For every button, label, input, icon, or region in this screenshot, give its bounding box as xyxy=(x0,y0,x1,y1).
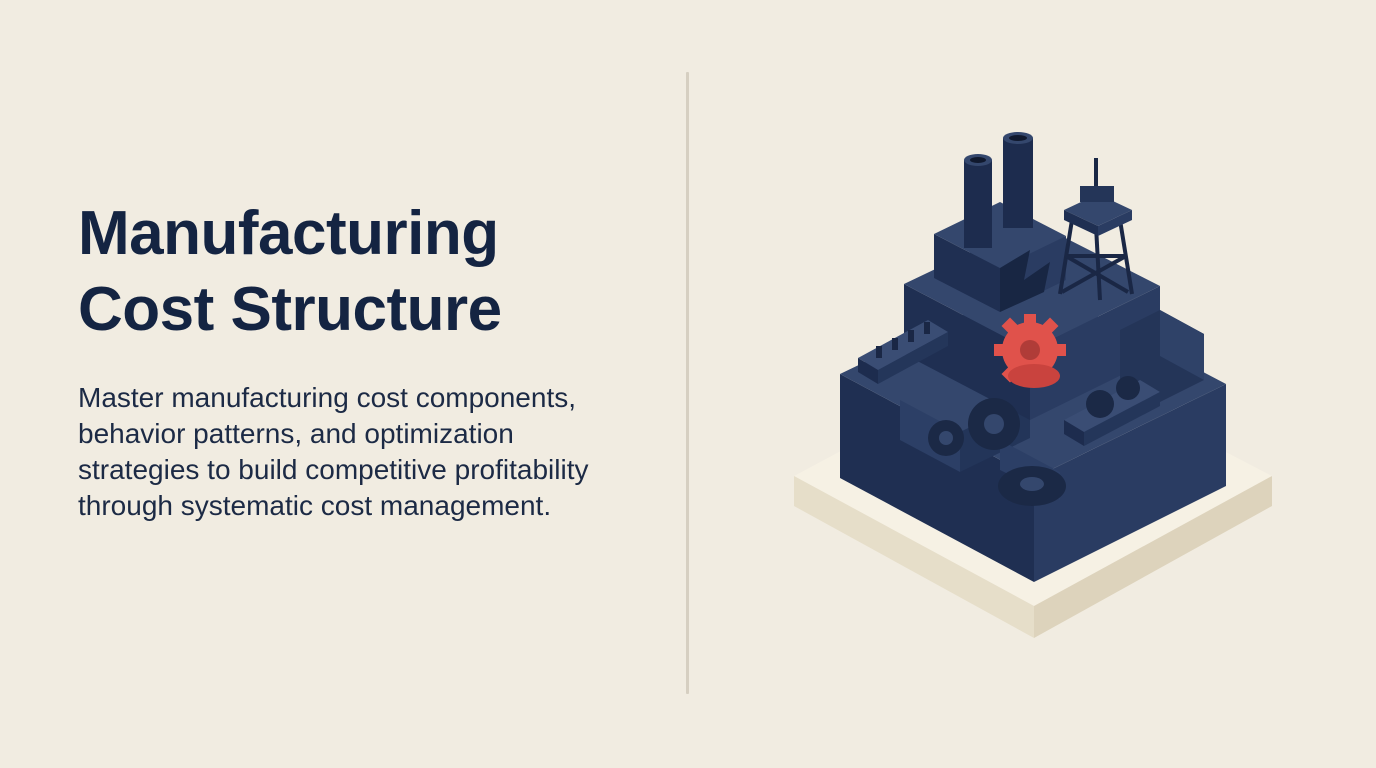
title-line-2: Cost Structure xyxy=(78,275,502,344)
slide-title: Manufacturing Cost Structure xyxy=(78,196,658,348)
gear-small-right xyxy=(1086,376,1140,418)
lattice-tower-icon xyxy=(1058,158,1134,301)
isometric-factory-icon xyxy=(794,132,1272,638)
factory-right-block xyxy=(1120,310,1204,402)
gear-icon xyxy=(994,314,1066,388)
gear-left xyxy=(928,398,1020,456)
slide-description: Master manufacturing cost components, be… xyxy=(78,382,589,521)
smokestack-icon xyxy=(964,132,1033,248)
factory-top-block xyxy=(934,202,1066,312)
gear-bottom xyxy=(998,466,1066,506)
tower-platform xyxy=(1064,186,1132,236)
vertical-divider xyxy=(686,72,689,694)
title-line-1: Manufacturing xyxy=(78,199,499,268)
conveyor-belt-icon xyxy=(858,320,948,384)
